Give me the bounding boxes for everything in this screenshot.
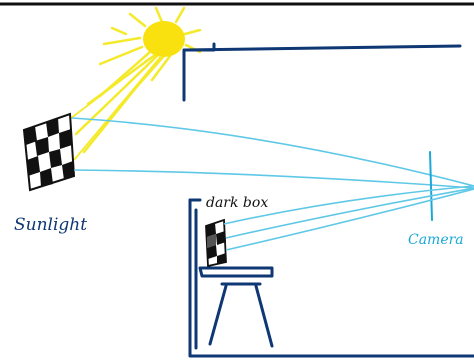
label-camera: Camera: [408, 232, 464, 248]
checkerboard-target-icon: [22, 112, 76, 192]
camera-plane-icon: [429, 151, 433, 221]
light-rays-dark-box: [223, 185, 474, 251]
label-sunlight: Sunlight: [14, 215, 87, 235]
label-dark-box: dark box: [206, 195, 268, 211]
sun-icon: [74, 6, 202, 154]
sun-rays-to-target: [65, 57, 159, 161]
building-outline: [182, 42, 462, 102]
dark-box-target-icon: [205, 218, 227, 268]
light-rays-outdoor: [71, 117, 474, 189]
dark-box-outline: [188, 198, 474, 358]
